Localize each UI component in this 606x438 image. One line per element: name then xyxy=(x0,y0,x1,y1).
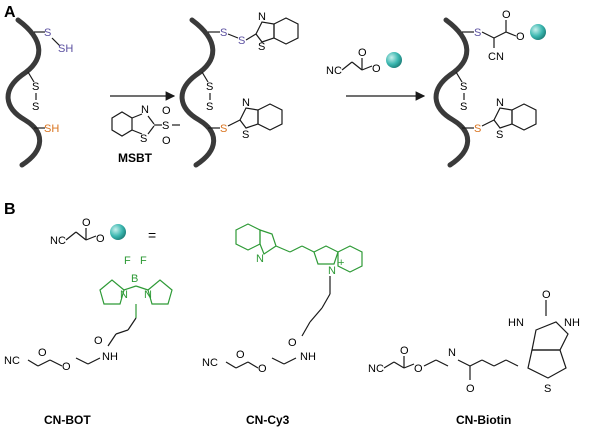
svg-text:O: O xyxy=(516,31,525,43)
cn-cy3-structure: N N + O NH O O NC CN-Cy3 xyxy=(202,223,363,427)
svg-text:O: O xyxy=(502,9,511,21)
svg-text:N: N xyxy=(328,265,336,277)
svg-text:O: O xyxy=(400,345,409,357)
svg-text:CN: CN xyxy=(488,51,504,63)
svg-text:S: S xyxy=(140,133,147,145)
cyanoacetate-reagent: NC O O xyxy=(326,47,402,77)
compound-label-bot: CN-BOT xyxy=(44,413,91,427)
peptide-activated: S S N S S S S N S xyxy=(179,11,299,168)
svg-text:S: S xyxy=(206,81,213,93)
svg-text:N: N xyxy=(120,289,128,301)
svg-text:O: O xyxy=(542,289,551,301)
svg-text:S: S xyxy=(220,27,227,39)
disulfide-s-bottom-1: S xyxy=(32,101,39,113)
svg-text:S: S xyxy=(496,129,503,141)
svg-text:O: O xyxy=(96,233,105,245)
svg-text:N: N xyxy=(242,97,250,109)
svg-text:O: O xyxy=(372,63,381,75)
svg-text:NH: NH xyxy=(564,317,580,329)
svg-text:O: O xyxy=(288,337,297,349)
msbt-label: MSBT xyxy=(118,151,153,165)
svg-text:O: O xyxy=(258,363,267,375)
svg-text:NC: NC xyxy=(368,363,384,375)
cn-biotin-structure: NC O O N O S HN NH O CN-Biotin xyxy=(368,289,580,427)
svg-text:O: O xyxy=(414,363,423,375)
helix-backbone-3 xyxy=(433,17,471,168)
equals-sign: = xyxy=(148,227,156,243)
svg-text:N: N xyxy=(256,253,264,265)
svg-text:O: O xyxy=(236,349,245,361)
svg-text:N: N xyxy=(448,347,456,359)
svg-text:S: S xyxy=(258,41,265,53)
peptide-free-thiols: S SH S S SH xyxy=(5,17,73,168)
cn-bot-structure: N N B F F O NH O O NC CN-BOT xyxy=(4,255,173,427)
helix-backbone-1 xyxy=(5,17,43,168)
compound-label-biotin: CN-Biotin xyxy=(456,413,511,427)
svg-text:B: B xyxy=(131,273,138,285)
svg-text:N: N xyxy=(144,289,152,301)
svg-text:O: O xyxy=(358,47,367,59)
svg-text:F: F xyxy=(140,255,147,267)
svg-text:S: S xyxy=(206,101,213,113)
svg-text:O: O xyxy=(466,383,475,395)
svg-text:N: N xyxy=(141,104,149,116)
cyanoacetate-definition: NC O O = xyxy=(50,217,156,247)
compound-label-cy3: CN-Cy3 xyxy=(246,413,290,427)
svg-text:S: S xyxy=(474,123,481,135)
panel-label-a: A xyxy=(4,4,16,21)
svg-text:HN: HN xyxy=(508,317,524,329)
svg-text:N: N xyxy=(496,97,504,109)
svg-text:S: S xyxy=(544,383,551,395)
probe-bead-icon xyxy=(386,52,402,68)
svg-text:S: S xyxy=(474,27,481,39)
svg-text:S: S xyxy=(220,123,227,135)
svg-text:O: O xyxy=(162,135,171,147)
svg-text:F: F xyxy=(124,255,131,267)
svg-text:NH: NH xyxy=(102,351,118,363)
svg-text:O: O xyxy=(62,361,71,373)
thiol-sh-2: SH xyxy=(44,123,59,135)
svg-text:NH: NH xyxy=(300,351,316,363)
thiol-s-1: S xyxy=(44,27,51,39)
thiol-sh-1: SH xyxy=(58,43,73,55)
svg-text:O: O xyxy=(82,217,91,229)
svg-text:NC: NC xyxy=(326,65,342,77)
svg-text:NC: NC xyxy=(4,355,20,367)
svg-text:S: S xyxy=(242,129,249,141)
svg-text:S: S xyxy=(162,120,169,132)
helix-backbone-2 xyxy=(179,17,217,168)
svg-text:NC: NC xyxy=(50,235,66,247)
svg-text:O: O xyxy=(38,347,47,359)
svg-text:O: O xyxy=(94,335,103,347)
svg-text:N: N xyxy=(258,11,266,23)
svg-text:O: O xyxy=(162,105,171,117)
msbt-reagent: N S S O O MSBT xyxy=(111,104,180,165)
panel-label-b: B xyxy=(4,201,16,218)
svg-text:S: S xyxy=(460,81,467,93)
svg-text:NC: NC xyxy=(202,357,218,369)
svg-text:S: S xyxy=(460,101,467,113)
peptide-labeled: S O O CN S S S N S xyxy=(433,9,546,168)
svg-text:S: S xyxy=(238,35,245,47)
cy3-positive-charge: + xyxy=(338,257,344,269)
disulfide-s-top-1: S xyxy=(32,81,39,93)
